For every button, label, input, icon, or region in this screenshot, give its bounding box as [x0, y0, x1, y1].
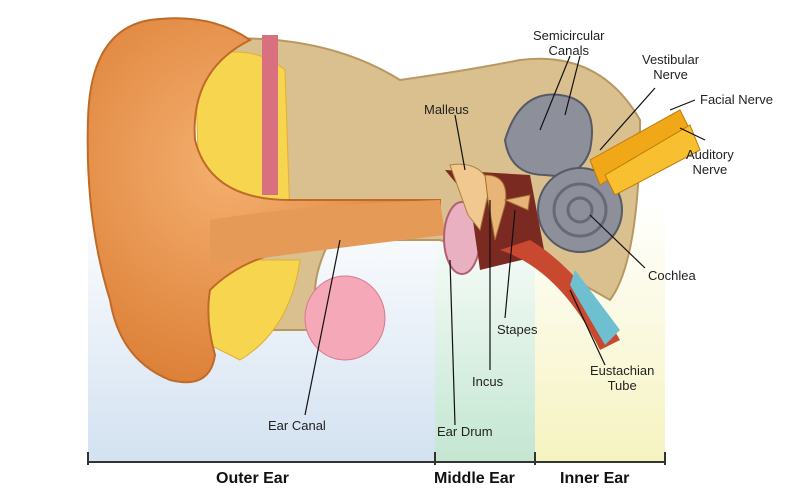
- label-incus: Incus: [472, 374, 504, 389]
- eustachian-stripe: [570, 270, 620, 345]
- malleus-shape: [449, 163, 491, 232]
- cartilage-lower: [199, 259, 301, 361]
- section-middle-ear: Middle Ear: [434, 470, 515, 487]
- label-semicircular-canals: Semicircular Canals: [533, 28, 605, 58]
- label-malleus: Malleus: [424, 102, 469, 117]
- label-eustachian-tube: Eustachian Tube: [590, 363, 655, 393]
- parotid-tissue: [304, 275, 386, 361]
- label-ear-drum: Ear Drum: [437, 424, 493, 439]
- section-inner-ear: Inner Ear: [560, 470, 630, 487]
- section-bracket: [87, 452, 666, 465]
- eustachian-tube-shape: [500, 240, 620, 350]
- label-cochlea: Cochlea: [648, 268, 696, 283]
- label-stapes: Stapes: [497, 322, 538, 337]
- label-vestibular-nerve: Vestibular Nerve: [642, 52, 700, 82]
- semicircular-canals-shape: [503, 93, 593, 177]
- incus-shape: [484, 174, 507, 241]
- leader-lines: [304, 55, 706, 426]
- label-ear-canal: Ear Canal: [268, 418, 326, 433]
- muscle: [262, 35, 278, 195]
- stapes-shape: [503, 194, 531, 211]
- label-auditory-nerve: Auditory Nerve: [686, 147, 734, 177]
- section-outer-ear: Outer Ear: [216, 470, 289, 487]
- cochlea-shape: [537, 167, 623, 253]
- ear-canal-tube: [210, 200, 445, 265]
- label-facial-nerve: Facial Nerve: [700, 92, 773, 107]
- auricle: [86, 17, 441, 384]
